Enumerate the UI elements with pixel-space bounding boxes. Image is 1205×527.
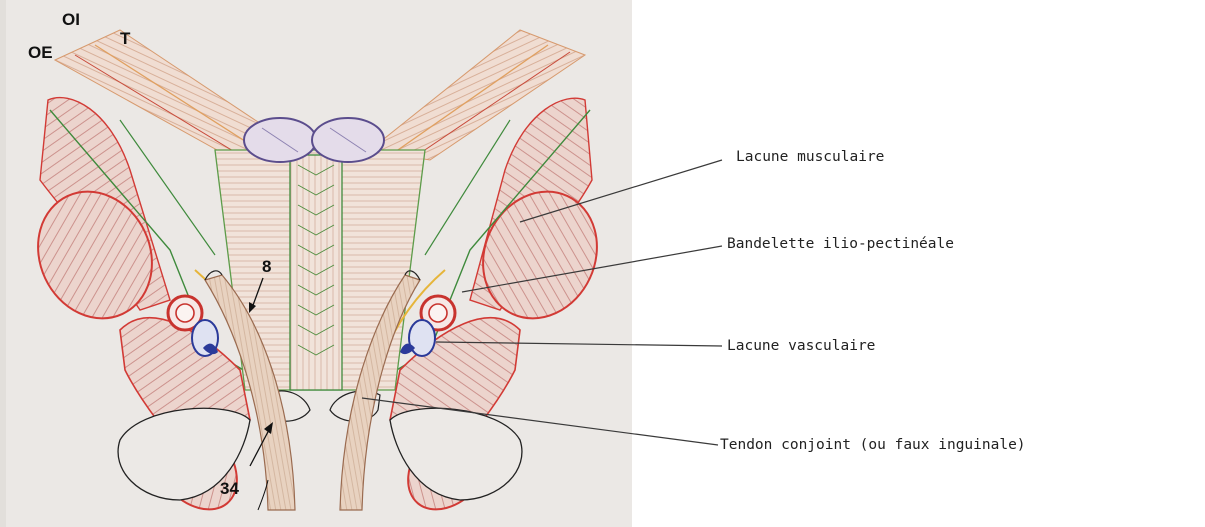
vein-right [409,320,435,356]
annotation-lacune-musculaire: Lacune musculaire [736,150,884,165]
label-oe: OE [28,44,53,61]
annotation-bandelette: Bandelette ilio-pectinéale [727,237,954,252]
label-8: 8 [262,258,271,275]
label-34: 34 [220,480,239,497]
annotation-tendon-conjoint: Tendon conjoint (ou faux inguinale) [720,438,1026,453]
annotation-lacune-vasculaire: Lacune vasculaire [727,339,875,354]
label-t: T [120,30,130,47]
label-oi: OI [62,11,80,28]
